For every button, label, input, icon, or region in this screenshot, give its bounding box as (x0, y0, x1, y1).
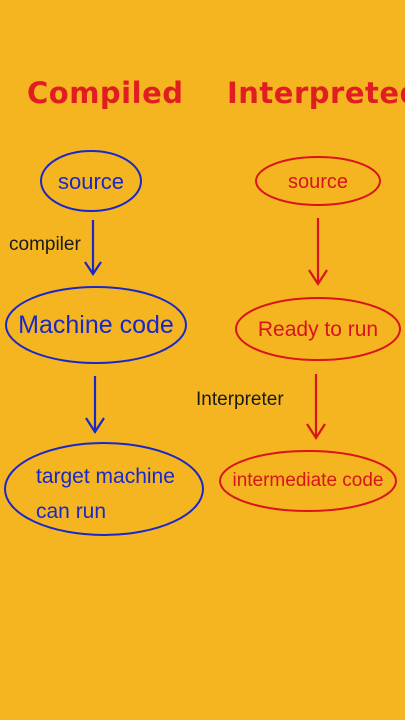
compiler-edge-label: compiler (9, 234, 81, 255)
compiled-target-line-1: target machine (36, 465, 175, 488)
interpreted-intermediate-ellipse (219, 450, 397, 512)
heading-interpreted: Interpreted (227, 76, 405, 110)
compiled-machine-code-ellipse (5, 286, 187, 364)
interpreted-ready-label: Ready to run (257, 318, 379, 341)
compiled-target-label: target machine can run (36, 459, 175, 529)
interpreter-edge-label: Interpreter (196, 389, 284, 410)
compiled-arrow-2-head (85, 417, 105, 435)
compiled-target-line-2: can run (36, 500, 107, 523)
compiled-source-ellipse (40, 150, 142, 212)
compiled-arrow-1-head (84, 261, 102, 276)
compiled-target-ellipse (4, 442, 204, 536)
interpreted-intermediate-label: intermediate code (232, 470, 384, 491)
interpreted-ready-ellipse (235, 297, 401, 361)
compiled-machine-code-label: Machine code (18, 311, 174, 339)
interpreted-arrow-2-head (306, 423, 326, 441)
interpreted-source-ellipse (255, 156, 381, 206)
interpreted-arrow-1-head (308, 269, 328, 287)
heading-compiled: Compiled (27, 76, 184, 110)
compiled-source-label: source (57, 169, 125, 194)
interpreted-source-label: source (287, 171, 349, 193)
